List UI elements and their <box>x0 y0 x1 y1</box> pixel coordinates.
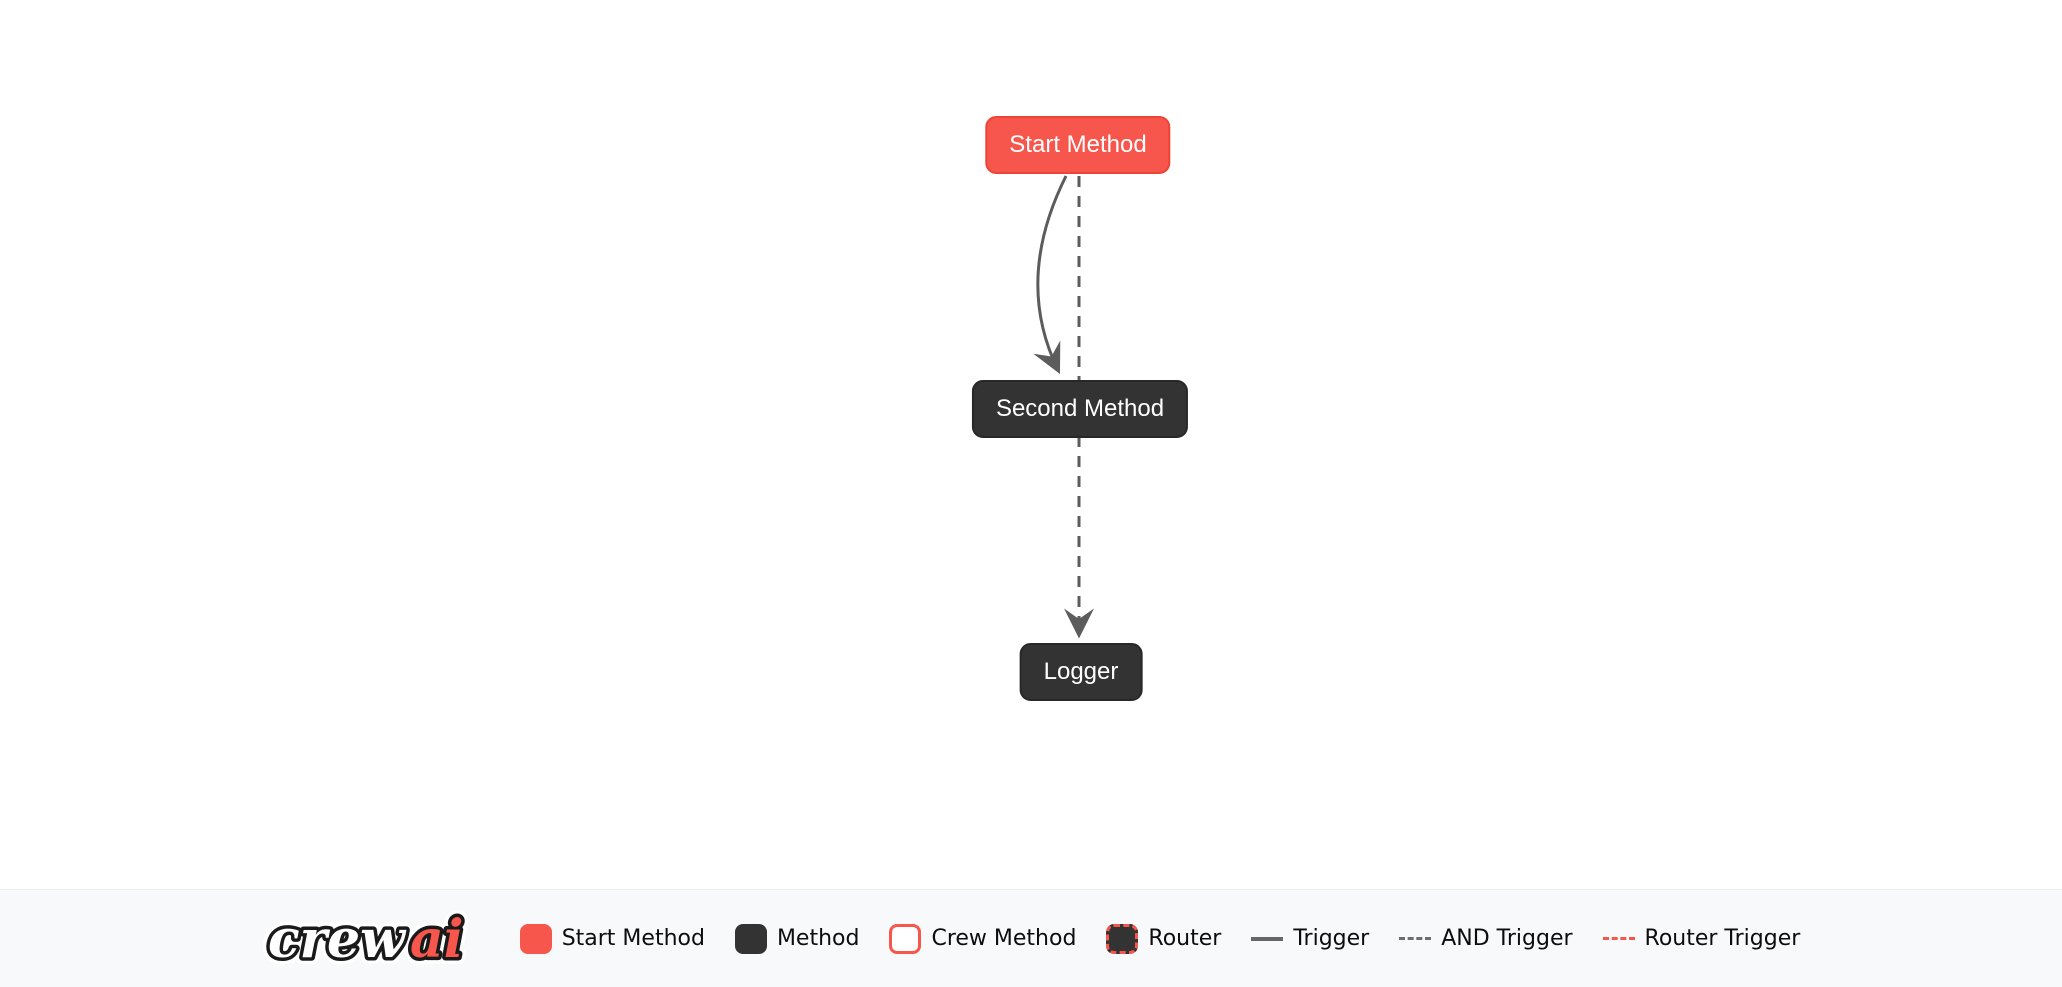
svg-text:crew: crew <box>268 909 407 970</box>
legend-label: Crew Method <box>931 926 1077 951</box>
legend-item-and-trigger: AND Trigger <box>1399 926 1573 951</box>
node-logger[interactable]: Logger <box>1019 643 1143 701</box>
start-method-swatch-icon <box>519 923 552 954</box>
node-start-method[interactable]: Start Method <box>985 116 1171 174</box>
legend-item-start-method: Start Method <box>519 923 705 954</box>
logo-ai-text: ai <box>410 909 463 970</box>
flow-canvas[interactable]: Start Method Second Method Logger <box>0 0 2062 889</box>
legend-label: Router <box>1148 926 1222 951</box>
router-trigger-line-icon <box>1602 937 1635 940</box>
legend-label: Router Trigger <box>1644 926 1801 951</box>
legend-item-crew-method: Crew Method <box>889 923 1077 954</box>
node-second-method[interactable]: Second Method <box>971 380 1189 438</box>
method-swatch-icon <box>734 923 767 954</box>
legend-label: Trigger <box>1293 926 1370 951</box>
legend-label: Method <box>776 926 860 951</box>
legend-label: Start Method <box>561 926 705 951</box>
router-swatch-icon <box>1106 923 1139 954</box>
legend-item-method: Method <box>734 923 860 954</box>
node-label: Logger <box>1043 658 1119 685</box>
and-trigger-line-icon <box>1399 937 1432 940</box>
trigger-line-icon <box>1251 936 1284 941</box>
svg-text:ai: ai <box>410 909 463 970</box>
logo-crew-text: crew <box>268 909 407 970</box>
edge-trigger-start-to-second <box>1033 175 1068 375</box>
legend-footer: crew ai crew ai crew ai Start Method Met… <box>0 889 2062 987</box>
legend-label: AND Trigger <box>1441 926 1573 951</box>
node-label: Second Method <box>995 395 1165 422</box>
crewai-logo: crew ai crew ai crew ai <box>262 903 470 975</box>
svg-text:crew: crew <box>268 909 407 970</box>
legend-item-trigger: Trigger <box>1251 926 1369 951</box>
svg-text:ai: ai <box>410 909 463 970</box>
node-label: Start Method <box>1009 131 1147 158</box>
legend-item-router: Router <box>1106 923 1222 954</box>
crew-method-swatch-icon <box>889 923 922 954</box>
legend-item-router-trigger: Router Trigger <box>1602 926 1801 951</box>
